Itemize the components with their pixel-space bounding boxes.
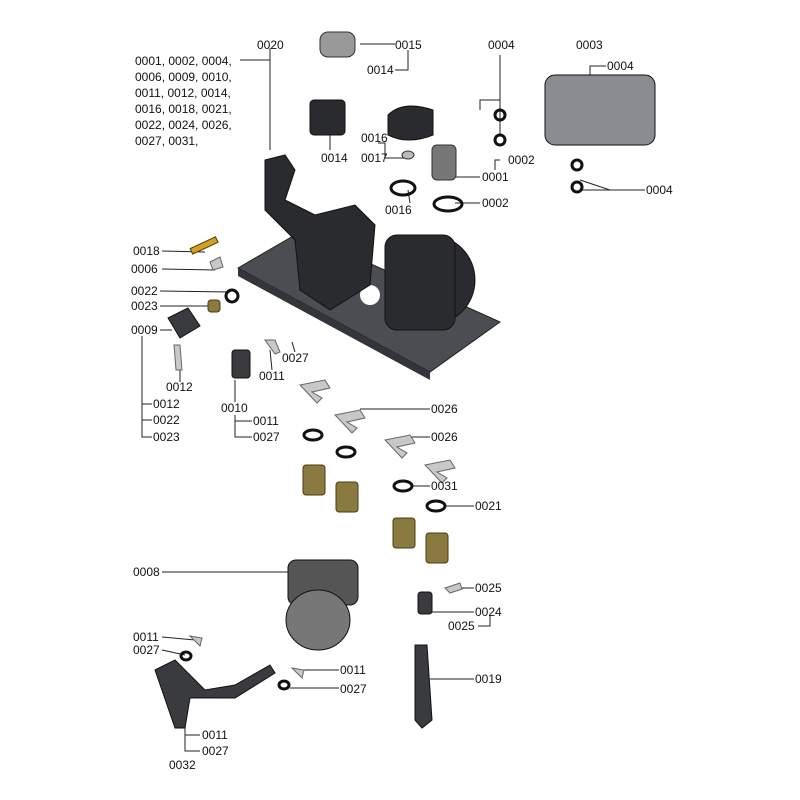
part-label: 0026 <box>431 402 458 416</box>
part-label: 0002 <box>482 196 509 210</box>
part-label: 0003 <box>576 38 603 52</box>
part-label: 0012 <box>153 397 180 411</box>
part-label: 0004 <box>607 59 634 73</box>
part-label: 0011 <box>259 369 285 383</box>
part-label: 0020 <box>257 38 284 52</box>
common-parts-note: 0001, 0002, 0004, 0006, 0009, 0010, 0011… <box>135 53 232 149</box>
part-label: 0032 <box>169 758 196 772</box>
part-label: 0004 <box>488 38 515 52</box>
part-label: 0014 <box>367 63 394 77</box>
part-label: 0022 <box>131 284 158 298</box>
note-line: 0027, 0031, <box>135 134 199 148</box>
part-label: 0010 <box>221 401 248 415</box>
part-label: 0026 <box>431 430 458 444</box>
part-label: 0001 <box>482 170 509 184</box>
part-label: 0009 <box>131 323 158 337</box>
part-label: 0031 <box>431 479 458 493</box>
part-label: 0011 <box>253 414 279 428</box>
part-label: 0027 <box>282 351 309 365</box>
part-label: 0016 <box>385 203 412 217</box>
part-label: 0011 <box>202 728 228 742</box>
part-label: 0011 <box>340 663 366 677</box>
part-label: 0017 <box>361 151 388 165</box>
part-label: 0027 <box>202 744 229 758</box>
part-label: 0025 <box>475 581 502 595</box>
part-label: 0027 <box>340 682 367 696</box>
part-label: 0023 <box>153 430 180 444</box>
part-label: 0027 <box>133 643 160 657</box>
part-label: 0014 <box>321 151 348 165</box>
part-label: 0027 <box>253 430 280 444</box>
part-label: 0011 <box>133 630 159 644</box>
part-label: 0016 <box>361 131 388 145</box>
part-label: 0023 <box>131 299 158 313</box>
part-label: 0025 <box>448 619 475 633</box>
note-line: 0022, 0024, 0026, <box>135 118 232 132</box>
part-label: 0021 <box>475 499 502 513</box>
part-label: 0024 <box>475 605 502 619</box>
part-label: 0015 <box>395 38 422 52</box>
part-label: 0022 <box>153 413 180 427</box>
note-line: 0006, 0009, 0010, <box>135 70 232 84</box>
part-label: 0019 <box>475 672 502 686</box>
part-label: 0012 <box>166 380 193 394</box>
part-label: 0006 <box>131 262 158 276</box>
part-label: 0008 <box>133 565 160 579</box>
note-line: 0011, 0012, 0014, <box>135 86 231 100</box>
part-label: 0004 <box>646 183 673 197</box>
part-label: 0002 <box>508 153 535 167</box>
note-line: 0016, 0018, 0021, <box>135 102 232 116</box>
note-line: 0001, 0002, 0004, <box>135 54 232 68</box>
part-label: 0018 <box>133 244 160 258</box>
